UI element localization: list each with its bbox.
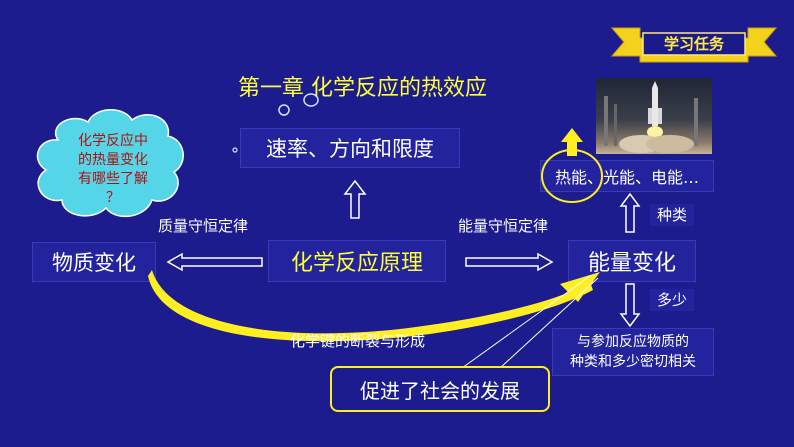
rocket-icon <box>604 81 698 153</box>
bond-label: 化学键的断裂与形成 <box>290 332 426 350</box>
cloud-line: 有哪些了解 <box>78 171 148 187</box>
cloud-line: 化学反应中 <box>78 133 148 149</box>
related-line: 种类和多少密切相关 <box>570 354 696 370</box>
forms-box: 热能、光能、电能… <box>540 160 714 192</box>
society-box: 促进了社会的发展 <box>330 366 550 412</box>
energy-box: 能量变化 <box>568 240 696 282</box>
related-box: 与参加反应物质的 种类和多少密切相关 <box>552 328 714 376</box>
matter-box: 物质变化 <box>32 242 156 282</box>
cloud-text: 化学反应中 的热量变化 有哪些了解 ？ <box>58 132 168 208</box>
chapter-title: 第一章 化学反应的热效应 <box>238 76 487 101</box>
badge-label: 学习任务 <box>663 35 724 53</box>
rocket-photo <box>596 78 712 154</box>
related-line: 与参加反应物质的 <box>577 334 689 350</box>
mass-law-label: 质量守恒定律 <box>158 217 249 235</box>
cloud-line: ？ <box>106 190 120 206</box>
principle-box: 化学反应原理 <box>268 240 446 282</box>
amount-label: 多少 <box>650 289 694 311</box>
kind-label: 种类 <box>650 204 694 226</box>
cloud-line: 的热量变化 <box>78 152 148 168</box>
energy-law-label: 能量守恒定律 <box>458 217 549 235</box>
rate-box: 速率、方向和限度 <box>240 128 460 168</box>
